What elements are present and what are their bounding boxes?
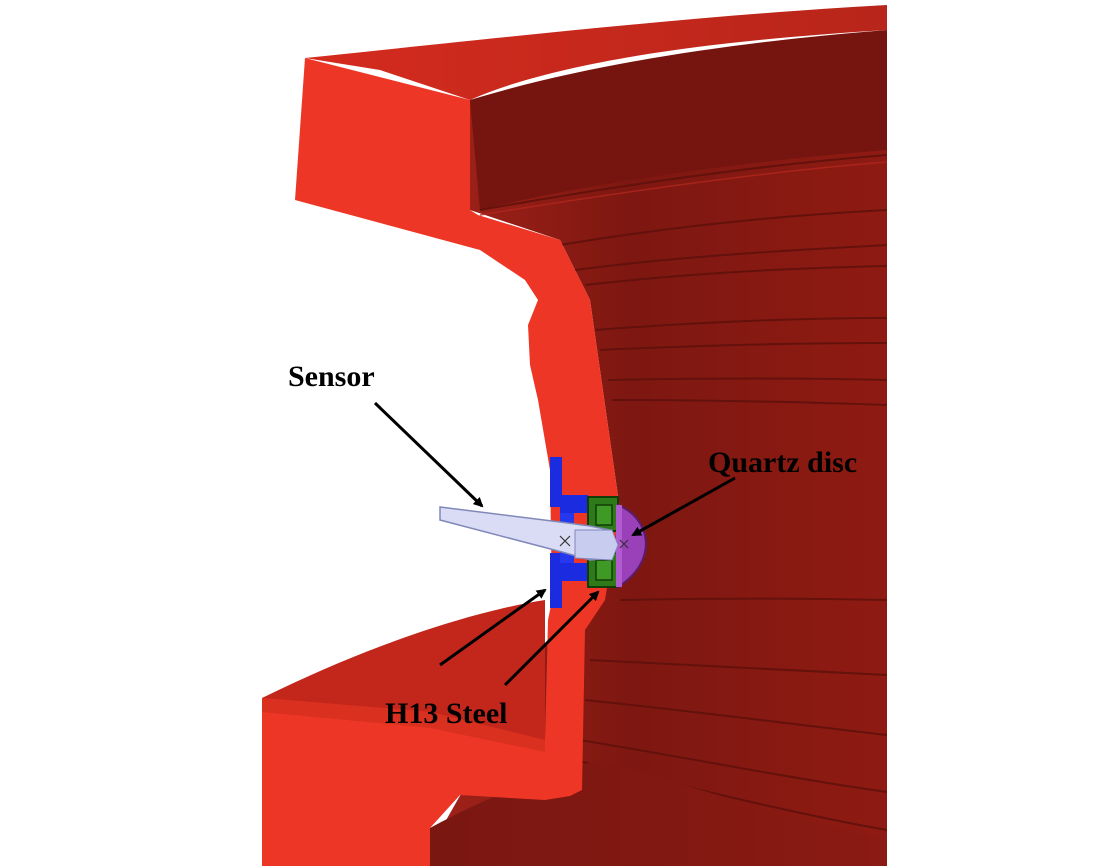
- leader-arrows: [373, 401, 736, 687]
- sensor-arrow: [373, 401, 484, 508]
- sensor-probe-tip: [574, 529, 619, 561]
- ring-inner-surface: [420, 40, 887, 866]
- sensor-label: Sensor: [288, 360, 375, 393]
- quartz-disc-label: Quartz disc: [708, 446, 857, 479]
- crosshair-mark: [559, 535, 629, 549]
- quartz-disc-rim: [616, 505, 622, 587]
- ring-top-face: [305, 5, 887, 100]
- steel-arrow-holder: [439, 588, 547, 667]
- h13-steel-label: H13 Steel: [385, 697, 507, 730]
- quartz-arrow: [631, 476, 736, 537]
- upper-flange-band: [470, 30, 887, 210]
- steel-arrow-insulator: [503, 590, 600, 687]
- wheel-cross-section-face: [262, 58, 620, 866]
- lower-flange-step: [262, 698, 545, 752]
- quartz-disc: [617, 503, 647, 589]
